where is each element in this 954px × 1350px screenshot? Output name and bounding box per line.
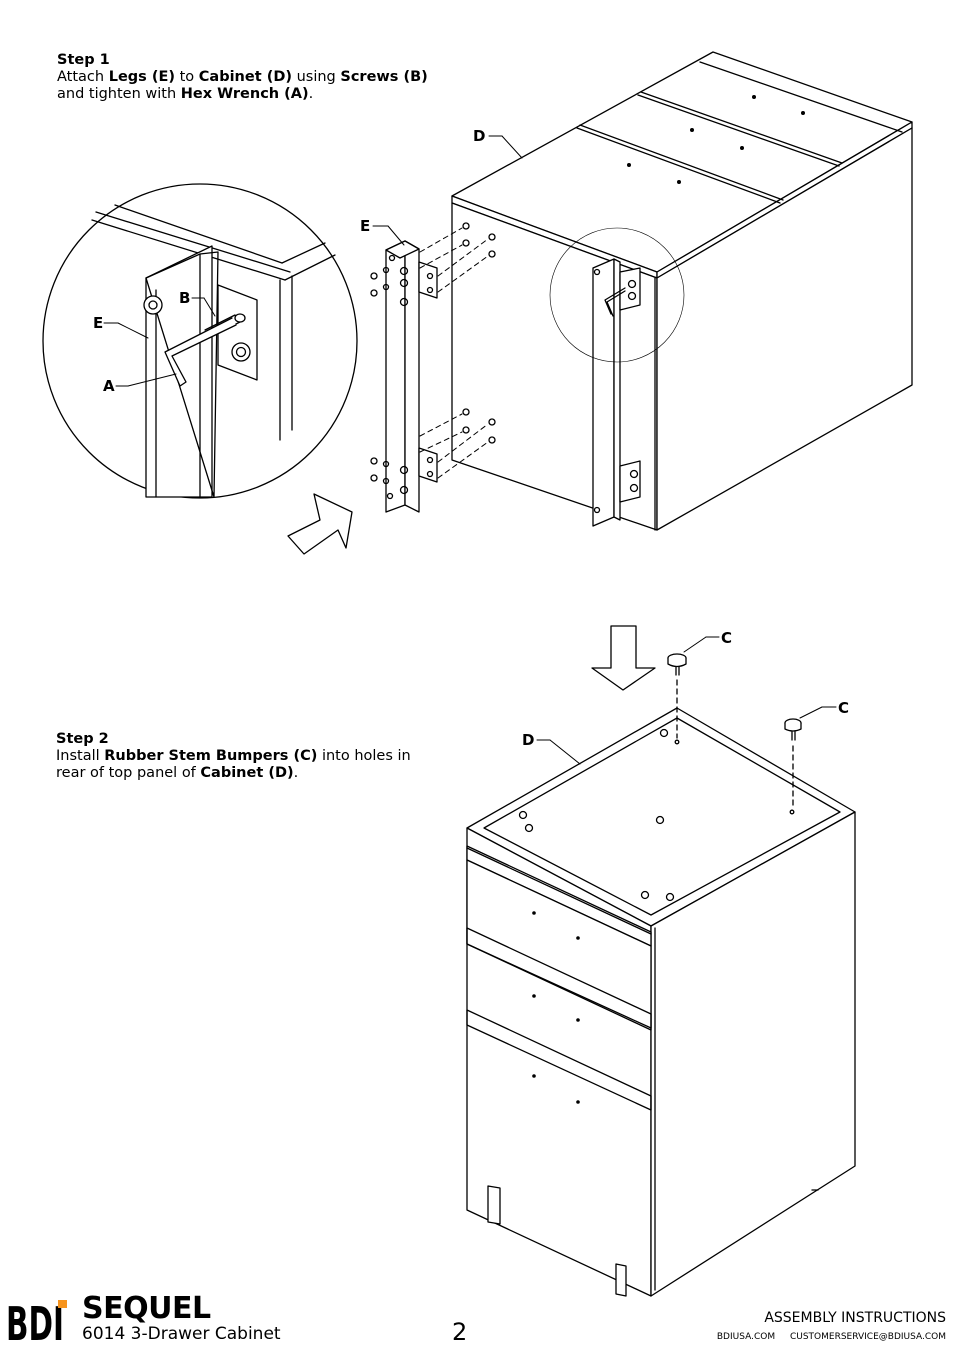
step-1-text-run: and tighten with — [57, 86, 181, 102]
attached-leg — [549, 227, 685, 527]
detail-magnifier — [42, 183, 358, 499]
website-link[interactable]: BDIUSA.COM — [716, 1332, 776, 1342]
product-name: 6014 3-Drawer Cabinet — [82, 1324, 281, 1344]
step-1-text-run: Screws (B) — [340, 69, 428, 85]
bdi-logo: BDI — [6, 1298, 67, 1344]
callout-d-step1: D — [473, 127, 485, 145]
step-2-body: Install Rubber Stem Bumpers (C) into hol… — [56, 748, 416, 782]
brand-name: SEQUEL — [82, 1291, 211, 1326]
step-1-cabinet-drawing — [451, 51, 913, 531]
rubber-stem-bumpers — [667, 653, 802, 809]
direction-arrow-down — [591, 625, 656, 691]
step-1-text-run: using — [291, 69, 341, 85]
callout-e-step1: E — [360, 217, 370, 235]
step-1-title: Step 1 — [57, 52, 110, 68]
callout-b-detail: B — [179, 289, 190, 307]
callout-leaders — [103, 135, 837, 765]
step-2-title: Step 2 — [56, 731, 109, 747]
document-type: ASSEMBLY INSTRUCTIONS — [764, 1310, 946, 1326]
step-2-text-run: Cabinet (D) — [200, 765, 294, 781]
step-2-text-run: into holes in rear of top panel of — [56, 748, 411, 781]
callout-a-detail: A — [103, 377, 115, 395]
callout-e-detail: E — [93, 314, 103, 332]
step-1-text-run: to — [175, 69, 199, 85]
step-2-text-run: . — [293, 765, 299, 781]
page-number: 2 — [452, 1318, 468, 1346]
callout-d-step2: D — [522, 731, 534, 749]
callout-c-right: C — [838, 699, 849, 717]
step-1-text-run: Cabinet (D) — [198, 69, 292, 85]
direction-arrow-right — [287, 493, 353, 555]
step-1-text-run: . — [308, 86, 314, 102]
step-1-text-run: Attach — [57, 69, 109, 85]
step-2-text-run: Install — [56, 748, 105, 764]
contact-links: BDIUSA.COM CUSTOMERSERVICE@BDIUSA.COM — [717, 1331, 946, 1343]
step-1-instructions: Step 1 Attach Legs (E) to Cabinet (D) us… — [57, 52, 437, 103]
step-1-text-run: Hex Wrench (A) — [180, 86, 309, 102]
step-1-text-run: Legs (E) — [108, 69, 175, 85]
callout-c-left: C — [721, 629, 732, 647]
step-2-text-run: Rubber Stem Bumpers (C) — [104, 748, 318, 764]
step-1-body: Attach Legs (E) to Cabinet (D) using Scr… — [57, 69, 437, 103]
step-2-instructions: Step 2 Install Rubber Stem Bumpers (C) i… — [56, 731, 416, 782]
step-2-cabinet-drawing — [466, 707, 856, 1297]
email-link[interactable]: CUSTOMERSERVICE@BDIUSA.COM — [789, 1332, 946, 1342]
svg-text:BDI: BDI — [6, 1298, 64, 1344]
loose-leg — [370, 222, 496, 513]
